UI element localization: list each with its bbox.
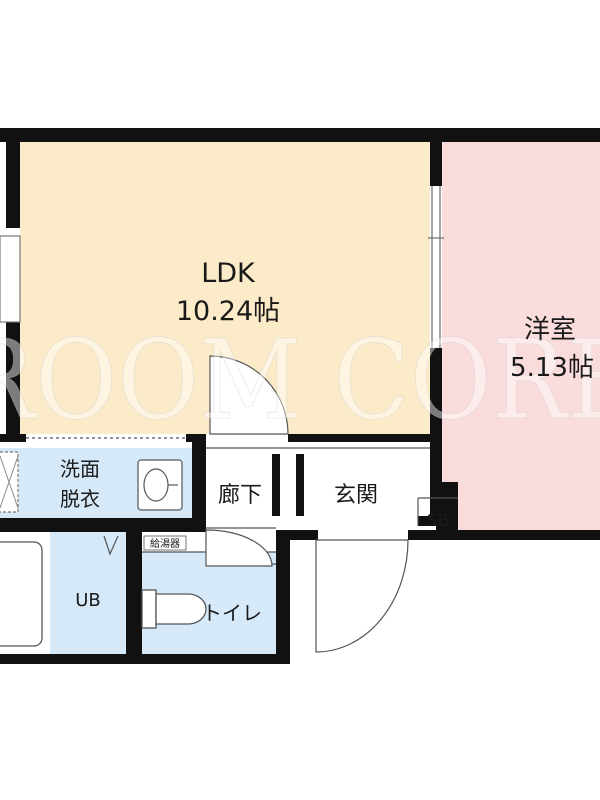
toilet-label: トイレ xyxy=(202,601,262,625)
kitchen-counter xyxy=(0,235,21,323)
bathtub-icon xyxy=(0,541,43,647)
western-room-area: 5.13帖 xyxy=(510,353,594,383)
sliding-door xyxy=(428,186,444,348)
ldk-area: 10.24帖 xyxy=(176,296,280,327)
walls xyxy=(0,128,600,664)
washroom-label-line2: 脱衣 xyxy=(60,487,100,511)
washroom-label-line1: 洗面 xyxy=(60,457,100,481)
water-heater-label: 給湯器 xyxy=(150,537,180,550)
bath-label: UB xyxy=(75,590,101,611)
bath-door-marker xyxy=(103,535,119,556)
hallway-label: 廊下 xyxy=(218,483,262,508)
door-swings xyxy=(205,355,409,653)
shoe-box-label: SB xyxy=(427,511,449,531)
ldk-name: LDK xyxy=(201,258,256,289)
western-room-floor xyxy=(442,142,600,530)
toilet-icon xyxy=(141,589,207,629)
entrance-label: 玄関 xyxy=(334,483,378,508)
bath-floor xyxy=(50,532,126,654)
watermark: ROOM CORE xyxy=(0,316,600,444)
western-room-name: 洋室 xyxy=(524,315,576,345)
water-heater-box xyxy=(143,535,187,551)
